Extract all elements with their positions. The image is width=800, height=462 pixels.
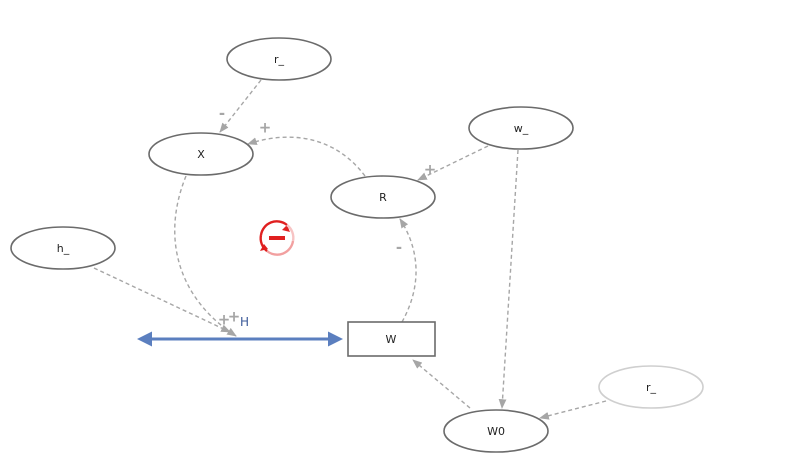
sign-w-to-r: + [424, 161, 437, 179]
sign-r-stock-to-x: + [259, 119, 272, 137]
stock-w-label: W [386, 333, 397, 346]
node-x[interactable]: X [148, 132, 254, 176]
flow-h-label: H [240, 315, 249, 329]
sign-r-to-x: - [219, 105, 225, 123]
edge-w-to-w0[interactable] [498, 149, 519, 409]
node-r[interactable]: R [330, 175, 436, 219]
node-w0-label: W0 [487, 425, 505, 438]
node-w0[interactable]: W0 [443, 409, 549, 453]
edge-h-to-flow[interactable] [93, 267, 231, 333]
node-r-top[interactable]: r_ [226, 37, 332, 81]
edge-w-stock-to-r[interactable] [399, 218, 417, 323]
node-w-underscore[interactable]: w_ [468, 106, 574, 150]
node-r-bottom-label: r_ [646, 381, 657, 394]
edge-r-bottom-to-w0[interactable] [539, 400, 607, 420]
node-h-underscore-label: h_ [57, 242, 70, 255]
edge-r-stock-to-x[interactable] [247, 136, 366, 177]
balancing-loop-icon [259, 220, 295, 256]
stock-w[interactable]: W [347, 321, 436, 357]
node-r-top-label: r_ [274, 53, 285, 66]
node-r-bottom[interactable]: r_ [598, 365, 704, 409]
edge-w-to-r[interactable] [417, 145, 489, 181]
sign-w-stock-to-r: - [396, 239, 402, 257]
node-r-label: R [379, 191, 387, 204]
node-h-underscore[interactable]: h_ [10, 226, 116, 270]
edge-x-to-flow[interactable] [174, 175, 237, 337]
sign-x-to-flow: + [218, 311, 231, 329]
node-x-label: X [197, 148, 205, 161]
sign-h-to-flow: + [228, 308, 241, 326]
edge-w0-to-w-stock[interactable] [412, 359, 471, 409]
edge-r-to-x[interactable] [219, 79, 262, 133]
node-w-underscore-label: w_ [514, 122, 529, 135]
